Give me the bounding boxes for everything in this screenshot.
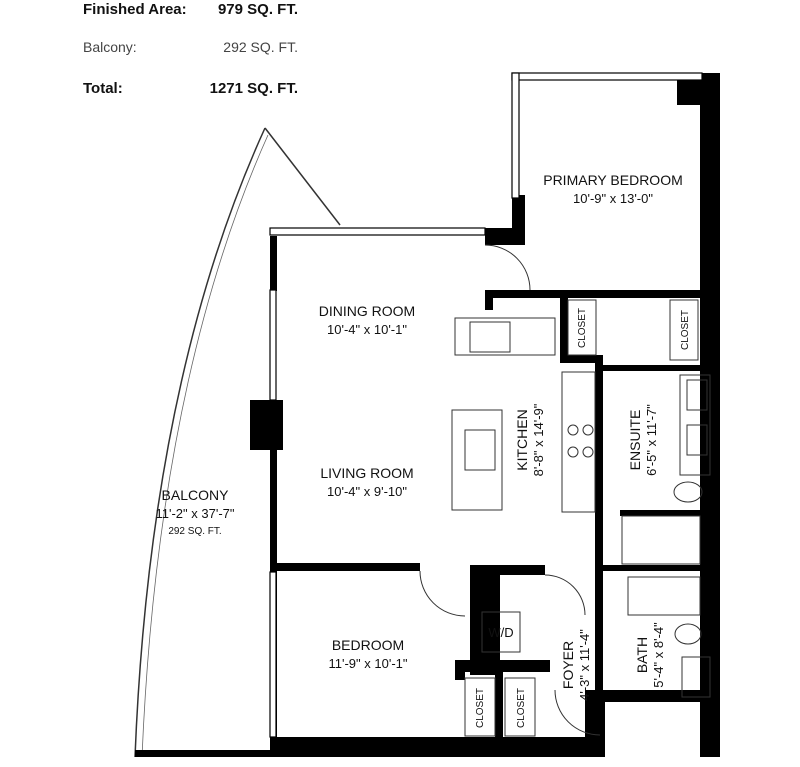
kitchen-dims: 8'-8" x 14'-9" bbox=[531, 403, 546, 476]
closet-label: CLOSET bbox=[475, 688, 486, 728]
foyer-dims: 4'-3" x 11'-4" bbox=[577, 629, 592, 701]
ensuite-name: ENSUITE bbox=[627, 410, 643, 471]
kitchen-name: KITCHEN bbox=[514, 409, 530, 470]
closet-label: CLOSET bbox=[577, 308, 588, 348]
bedroom-name: BEDROOM bbox=[332, 637, 404, 653]
bedroom-dims: 11'-9" x 10'-1" bbox=[329, 656, 408, 671]
primary-bedroom-dims: 10'-9" x 13'-0" bbox=[573, 191, 653, 206]
balcony-area-value: 292 SQ. FT. bbox=[223, 39, 298, 55]
bath-dims: 5'-4" x 8'-4" bbox=[651, 622, 666, 688]
closet-label: CLOSET bbox=[516, 688, 527, 728]
washer-dryer-label: W/D bbox=[488, 625, 513, 640]
total-area-label: Total: bbox=[83, 80, 123, 97]
living-room-dims: 10'-4" x 9'-10" bbox=[327, 484, 407, 499]
balcony-area: 292 SQ. FT. bbox=[168, 526, 221, 537]
living-room-name: LIVING ROOM bbox=[320, 465, 413, 481]
balcony-name: BALCONY bbox=[162, 487, 230, 503]
dining-room-dims: 10'-4" x 10'-1" bbox=[327, 322, 407, 337]
balcony-edge bbox=[264, 127, 341, 226]
ensuite-dims: 6'-5" x 11'-7" bbox=[644, 404, 659, 476]
fixtures bbox=[419, 244, 711, 737]
finished-area-value: 979 SQ. FT. bbox=[217, 1, 298, 18]
primary-bedroom-name: PRIMARY BEDROOM bbox=[543, 172, 683, 188]
dining-room-name: DINING ROOM bbox=[319, 303, 415, 319]
balcony-edge bbox=[134, 127, 266, 758]
total-area-value: 1271 SQ. FT. bbox=[209, 80, 298, 97]
balcony-area-label: Balcony: bbox=[83, 39, 137, 55]
closet-label: CLOSET bbox=[680, 310, 691, 350]
balcony-dims: 11'-2" x 37'-7" bbox=[156, 506, 235, 521]
foyer-name: FOYER bbox=[560, 641, 576, 689]
finished-area-label: Finished Area: bbox=[83, 1, 187, 18]
bath-name: BATH bbox=[634, 637, 650, 673]
